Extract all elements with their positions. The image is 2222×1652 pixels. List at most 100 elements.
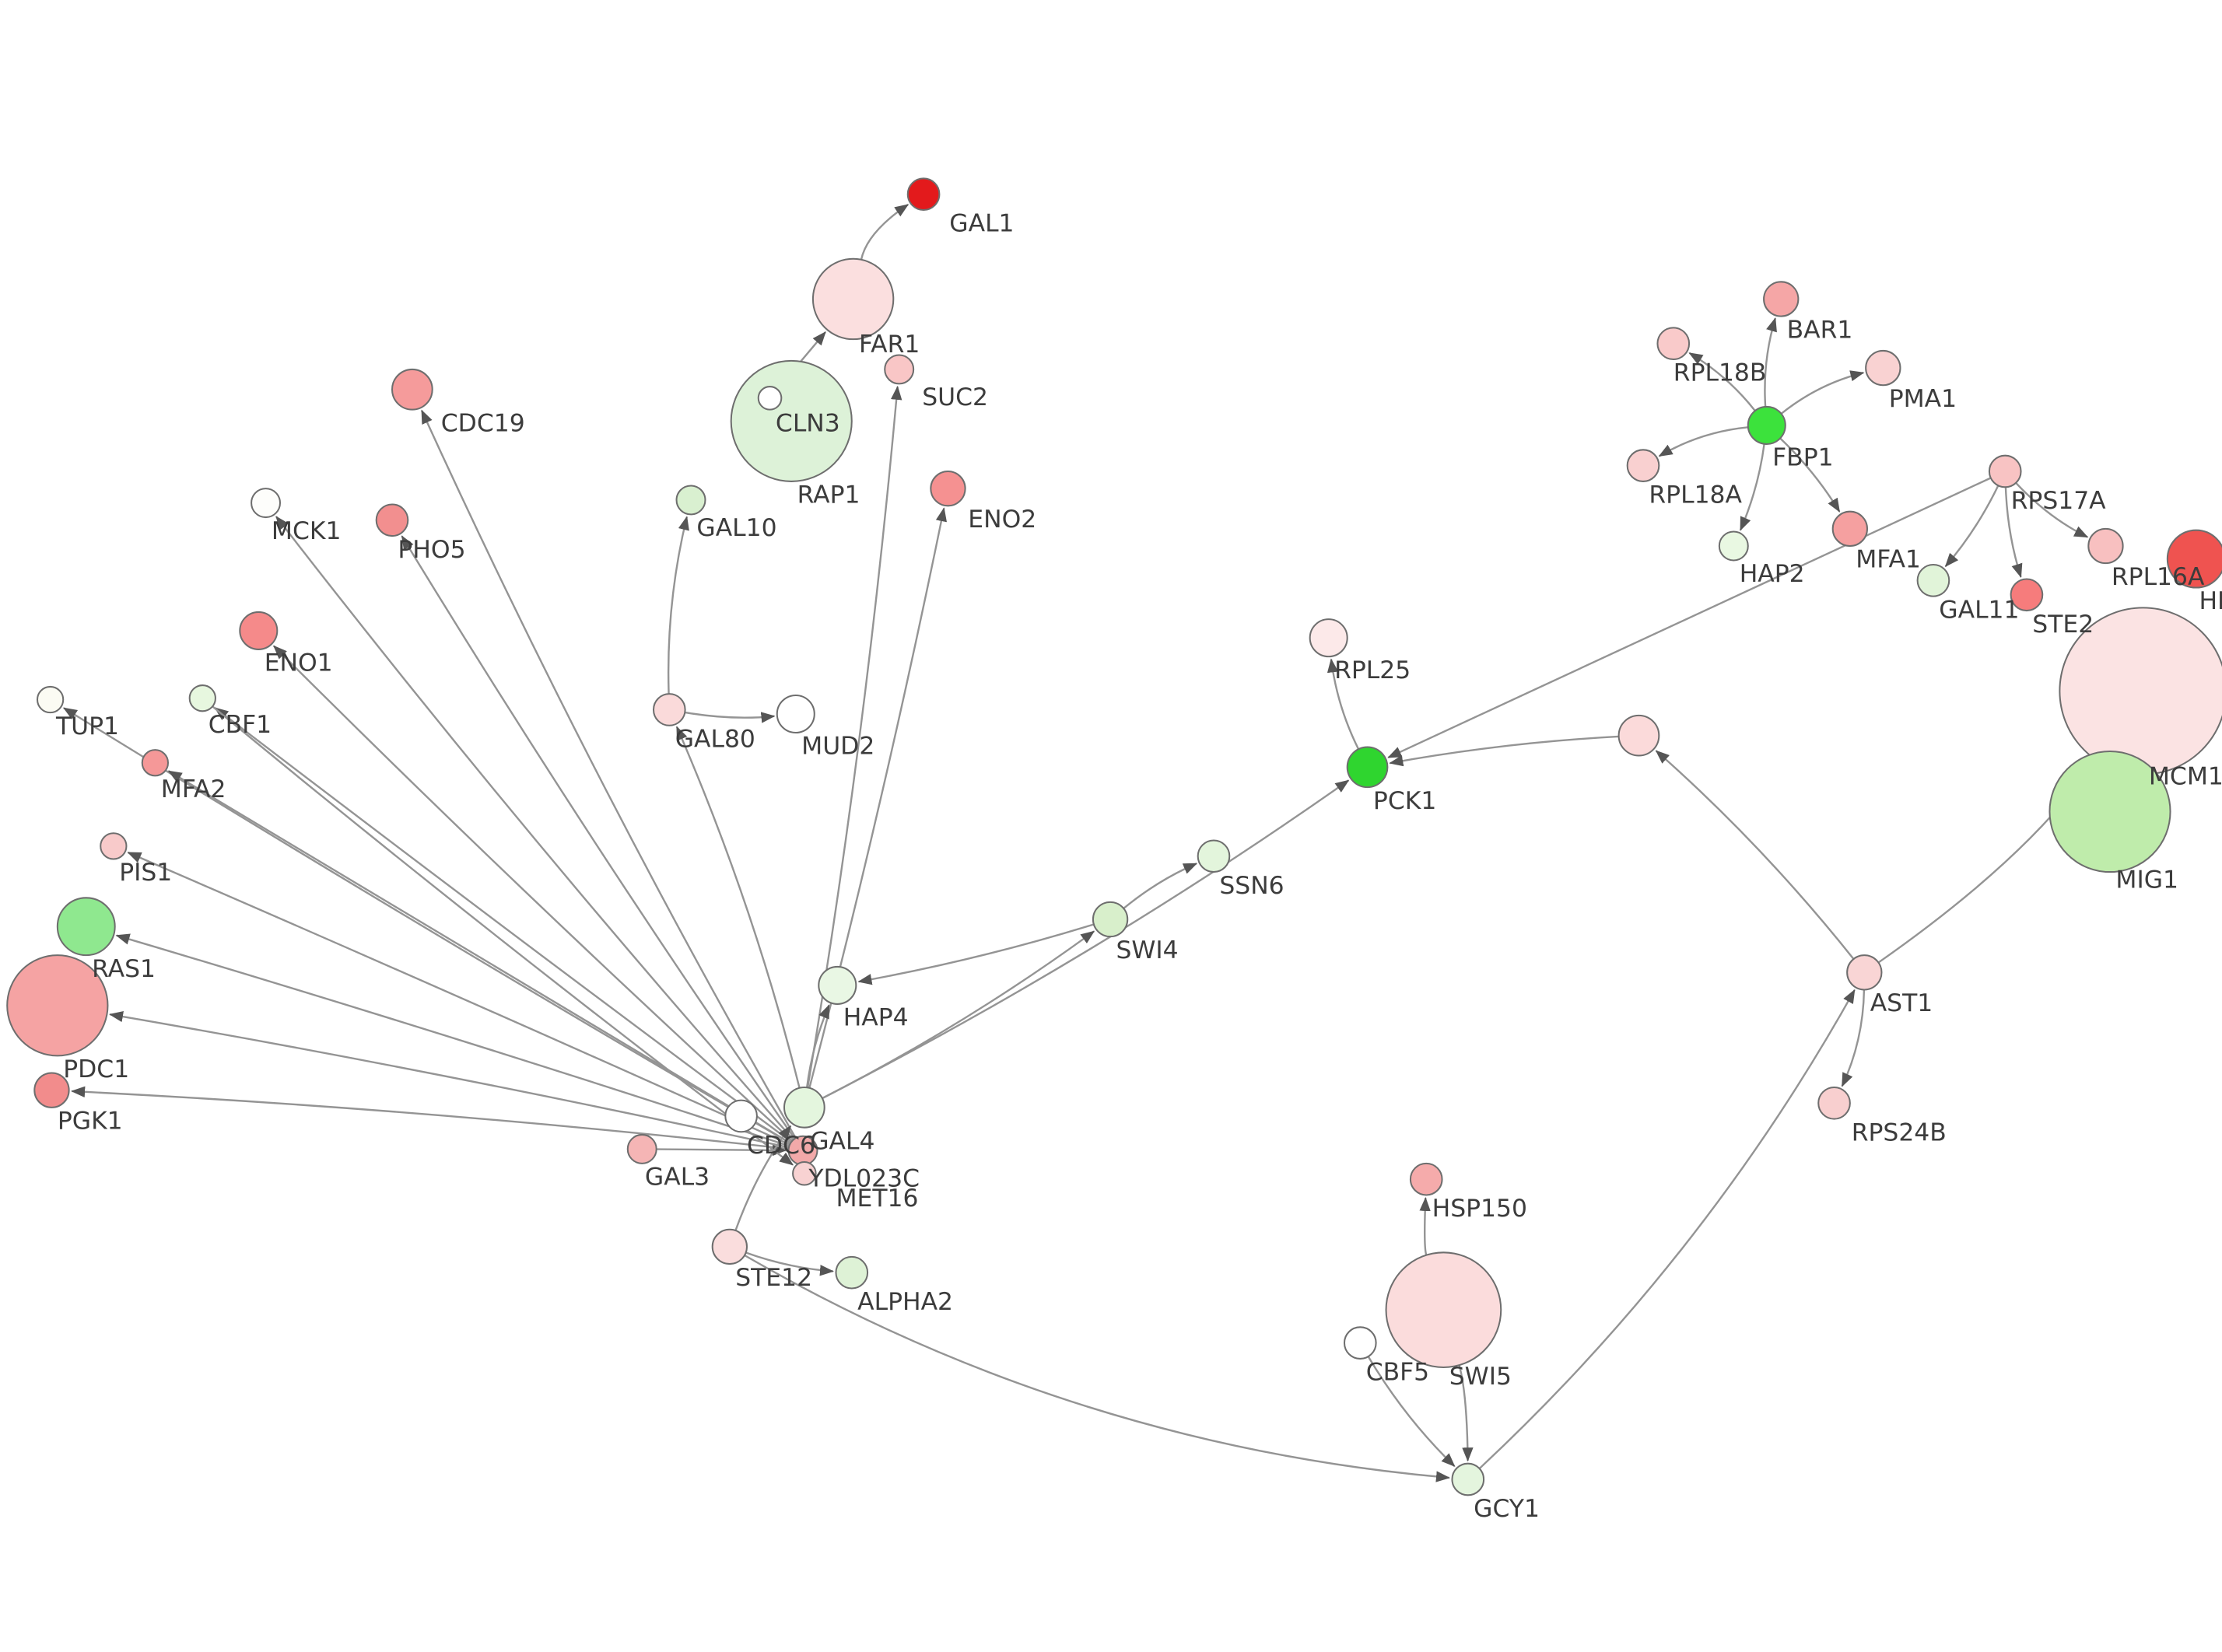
edge-SWI5-HSP150[interactable] xyxy=(1419,1196,1431,1255)
edge-FBP1-HAP2[interactable] xyxy=(1739,443,1765,531)
node-NODE_A[interactable] xyxy=(1617,714,1660,757)
node-FBP1[interactable] xyxy=(1747,405,1786,445)
node-HIS4[interactable] xyxy=(2166,529,2222,589)
node-TUP1[interactable] xyxy=(36,685,65,714)
edge-FBP1-RPL18B[interactable] xyxy=(1688,352,1756,411)
edge-RPS17A-GAL11[interactable] xyxy=(1944,485,1999,568)
edge-FBP1-MFA1[interactable] xyxy=(1779,437,1841,513)
edge-GAL80-GAL10[interactable] xyxy=(667,516,689,695)
node-RAS1[interactable] xyxy=(56,897,116,957)
edge-FBP1-BAR1[interactable] xyxy=(1764,317,1777,407)
node-GAL4[interactable] xyxy=(783,1086,825,1129)
edge-GCY1-AST1[interactable] xyxy=(1478,989,1856,1470)
edge-GAL4-ENO2[interactable] xyxy=(808,507,947,1089)
edge-YDL023C-CBF1[interactable] xyxy=(214,707,792,1143)
edge-SWI4-SSN6[interactable] xyxy=(1123,863,1198,909)
edge-YDL023C-MFA2[interactable] xyxy=(167,770,791,1144)
edge-STE12-GAL4[interactable] xyxy=(734,1125,792,1231)
node-SWI5[interactable] xyxy=(1385,1251,1502,1369)
node-RPL16A[interactable] xyxy=(2087,527,2124,565)
edge-SWI4-HAP4[interactable] xyxy=(857,923,1095,985)
edge-RPS17A-PCK1[interactable] xyxy=(1387,477,1992,759)
node-ENO2[interactable] xyxy=(930,470,966,507)
node-GCY1[interactable] xyxy=(1451,1462,1485,1496)
node-PMA1[interactable] xyxy=(1865,349,1901,387)
node-label-MET16: MET16 xyxy=(836,1185,918,1213)
edge-YDL023C-PGK1[interactable] xyxy=(71,1086,789,1150)
node-CLN3[interactable] xyxy=(757,386,783,411)
node-MFA1[interactable] xyxy=(1831,510,1869,548)
node-GAL3[interactable] xyxy=(626,1133,657,1164)
node-HAP4[interactable] xyxy=(818,965,857,1005)
node-PCK1[interactable] xyxy=(1346,746,1389,789)
node-GAL10[interactable] xyxy=(675,485,706,516)
node-RPS24B[interactable] xyxy=(1817,1086,1851,1120)
edge-YDL023C-RAS1[interactable] xyxy=(115,933,790,1147)
node-HSP150[interactable] xyxy=(1409,1162,1443,1196)
edge-STE12-GCY1[interactable] xyxy=(744,1254,1450,1482)
node-CBF5[interactable] xyxy=(1343,1326,1377,1360)
node-label-RPS24B: RPS24B xyxy=(1852,1118,1947,1146)
nodes-layer xyxy=(6,177,2222,1496)
edge-RPS17A-STE2[interactable] xyxy=(2004,487,2023,579)
node-MCM1[interactable] xyxy=(2059,607,2222,775)
edge-GAL4-PCK1[interactable] xyxy=(822,779,1350,1100)
node-GAL11[interactable] xyxy=(1916,563,1950,597)
edge-GAL4-GAL80[interactable] xyxy=(675,726,801,1089)
edge-YDL023C-PHO5[interactable] xyxy=(401,535,796,1139)
node-MET16[interactable] xyxy=(792,1160,817,1186)
node-ENO1[interactable] xyxy=(239,611,279,650)
node-BAR1[interactable] xyxy=(1763,281,1800,317)
node-STE2[interactable] xyxy=(2010,578,2044,612)
node-MIG1[interactable] xyxy=(2049,750,2171,873)
node-CBF1[interactable] xyxy=(188,684,216,712)
node-FAR1[interactable] xyxy=(811,257,895,341)
edge-YDL023C-PDC1[interactable] xyxy=(109,1010,790,1149)
node-AST1[interactable] xyxy=(1846,954,1883,991)
edge-YDL023C-ENO1[interactable] xyxy=(273,645,794,1142)
node-YDL023C[interactable] xyxy=(787,1135,818,1166)
node-RPS17A[interactable] xyxy=(1988,454,2022,488)
edge-RPS17A-RPL16A[interactable] xyxy=(2015,481,2089,538)
edge-AST1-RPS24B[interactable] xyxy=(1841,989,1866,1087)
node-SWI4[interactable] xyxy=(1092,901,1129,938)
node-label-ENO2: ENO2 xyxy=(968,506,1036,534)
edge-PCK1-RPL25[interactable] xyxy=(1327,658,1360,750)
edge-AST1-NODE_A[interactable] xyxy=(1655,750,1855,960)
node-SSN6[interactable] xyxy=(1197,839,1231,873)
edge-NODE_A-PCK1[interactable] xyxy=(1389,735,1619,767)
edge-FBP1-PMA1[interactable] xyxy=(1780,370,1865,415)
edge-YDL023C-CDC19[interactable] xyxy=(420,409,797,1139)
edge-GAL80-MUD2[interactable] xyxy=(685,711,776,723)
edge-YDL023C-PIS1[interactable] xyxy=(127,851,790,1146)
edge-GAL4-SWI4[interactable] xyxy=(822,930,1095,1100)
node-RAP1[interactable] xyxy=(730,359,853,482)
node-RPL18A[interactable] xyxy=(1626,449,1660,482)
node-HAP2[interactable] xyxy=(1718,530,1749,562)
edge-STE12-ALPHA2[interactable] xyxy=(745,1251,834,1276)
node-SUC2[interactable] xyxy=(884,354,915,385)
node-CDC6[interactable] xyxy=(724,1099,758,1133)
node-MCK1[interactable] xyxy=(251,488,282,519)
edge-CBF5-GCY1[interactable] xyxy=(1367,1356,1456,1468)
node-GAL1[interactable] xyxy=(906,177,941,212)
node-PIS1[interactable] xyxy=(100,832,128,860)
node-MUD2[interactable] xyxy=(776,694,815,734)
node-CDC19[interactable] xyxy=(391,368,433,411)
node-RPL25[interactable] xyxy=(1309,618,1348,658)
node-MFA2[interactable] xyxy=(141,749,170,777)
node-RPL18B[interactable] xyxy=(1656,327,1691,361)
edge-CBF1-MET16[interactable] xyxy=(212,705,794,1166)
node-ALPHA2[interactable] xyxy=(835,1255,869,1290)
node-PHO5[interactable] xyxy=(375,503,409,537)
edge-FAR1-GAL1[interactable] xyxy=(860,203,909,261)
node-STE12[interactable] xyxy=(711,1228,748,1265)
edge-FBP1-RPL18A[interactable] xyxy=(1658,426,1749,457)
edge-YDL023C-MCK1[interactable] xyxy=(275,516,794,1141)
node-PDC1[interactable] xyxy=(6,954,109,1057)
edge-GAL4-HAP4[interactable] xyxy=(805,1004,830,1088)
node-PGK1[interactable] xyxy=(33,1072,70,1108)
edge-SWI5-GCY1[interactable] xyxy=(1458,1364,1474,1462)
node-GAL80[interactable] xyxy=(652,693,686,726)
